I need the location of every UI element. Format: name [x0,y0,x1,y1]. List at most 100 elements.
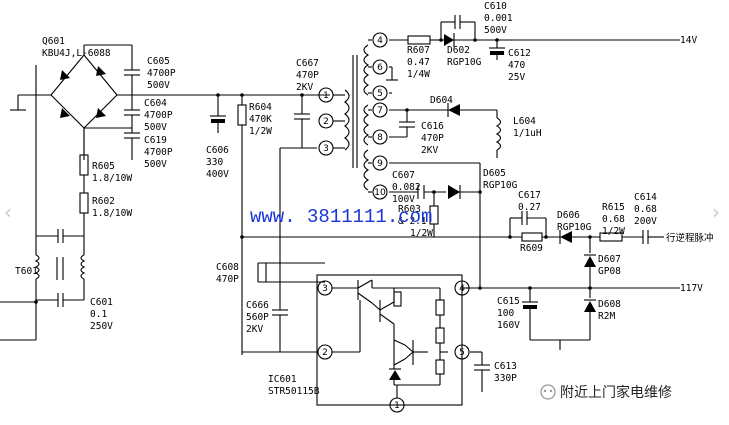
c615-label: C615 [497,296,520,307]
r602-value: 1.8/10W [92,208,132,219]
r605-value: 1.8/10W [92,173,132,184]
c667-label: C667 [296,58,319,69]
c619-voltage: 500V [144,159,167,170]
r607-label: R607 [407,45,430,56]
c615-value: 100 [497,308,514,319]
retrace-pulse-label: 行逆程脉冲 [666,232,714,244]
c667 [294,93,310,148]
c667-value: 470P [296,70,319,81]
c601-label: C601 [90,297,113,308]
c607-voltage: 100V [392,194,415,205]
c604-voltage: 500V [144,122,167,133]
r605-label: R605 [92,161,115,172]
bridge-rectifier [10,44,330,160]
c612-label: C612 [508,48,531,59]
q601-label: Q601 [42,36,65,47]
brand-badge[interactable]: 附近上门家电维修 [540,384,672,401]
r604-label: R604 [249,102,272,113]
c614-voltage: 200V [634,216,657,227]
c608-c666 [242,262,325,353]
previous-arrow[interactable]: ‹ [4,200,12,224]
pin9-10-branch [389,162,482,288]
transformer-pins: 1 2 3 4 5 6 7 8 9 10 [318,32,388,200]
d602-label: D602 [447,45,470,56]
t601-label: T601 [15,266,38,277]
input-caps [84,45,140,160]
r609-label: R609 [520,243,543,254]
r615-value: 0.68 [602,214,625,225]
c605-voltage: 500V [147,80,170,91]
tx-pin-2: 2 [323,117,329,127]
retrace-branch [240,211,664,288]
ic-pin-4: 4 [459,284,465,294]
tx-pin-5: 5 [377,89,383,99]
c601-value: 0.1 [90,309,107,320]
r605-r602 [79,128,89,236]
c612-voltage: 25V [508,72,525,83]
d604-label: D604 [430,95,453,106]
ic601 [316,274,490,406]
rail-117v [470,286,680,350]
tx-pin-10: 10 [374,188,386,198]
c616-label: C616 [421,121,444,132]
r603-power: 1/2W [410,228,433,239]
tx-pin-4: 4 [377,36,383,46]
line-filter [0,65,86,341]
c604-value: 4700P [144,110,173,121]
rail-14v [386,15,680,94]
tx-pin-8: 8 [377,133,383,143]
c612-value: 470 [508,60,525,71]
r604-value: 470K [249,114,272,125]
c666-voltage: 2KV [246,324,263,335]
c619-value: 4700P [144,147,173,158]
rail-14v-label: 14V [680,35,697,46]
d605-label: D605 [483,168,506,179]
r607-power: 1/4W [407,69,430,80]
r603-label: R603 [398,204,421,215]
transformer-primary [279,55,358,288]
c619-label: C619 [144,135,167,146]
c605-label: C605 [147,56,170,67]
c617-label: C617 [518,190,541,201]
ic-pin-5: 5 [459,348,465,358]
c607-value: 0.082 [392,182,421,193]
r603-value: & 2.1 [398,216,427,227]
c608-label: C608 [216,262,239,273]
c610-value: 0.001 [484,13,513,24]
d606-part: RGP10G [557,222,592,233]
tx-pin-7: 7 [377,106,383,116]
tx-pin-3: 3 [323,144,329,154]
c616-value: 470P [421,133,444,144]
r615-power: 1/2W [602,226,625,237]
ic601-part: STR50115B [268,386,320,397]
d608-label: D608 [598,299,621,310]
ic-pin-2: 2 [322,348,328,358]
d602-part: RGP10G [447,57,482,68]
q601-part: KBU4J,L-6088 [42,48,111,59]
c606-value: 330 [206,157,223,168]
next-arrow[interactable]: › [712,200,720,224]
c610-label: C610 [484,1,507,12]
c616-voltage: 2KV [421,145,438,156]
tx-pin-6: 6 [377,63,383,73]
c666-label: C666 [246,300,269,311]
ic-pin-1: 1 [394,401,400,411]
ic-pin-3: 3 [322,284,328,294]
r602-label: R602 [92,196,115,207]
c613-label: C613 [494,361,517,372]
d608-part: R2M [598,311,615,322]
r615-label: R615 [602,202,625,213]
r604-power: 1/2W [249,126,272,137]
c608-value: 470P [216,274,239,285]
c667-voltage: 2KV [296,82,313,93]
tx-pin-1: 1 [323,91,329,101]
c606-voltage: 400V [206,169,229,180]
c604-label: C604 [144,98,167,109]
wechat-icon [540,384,556,400]
brand-name: 附近上门家电维修 [560,384,672,401]
c606-label: C606 [206,145,229,156]
c614-value: 0.68 [634,204,657,215]
c614-label: C614 [634,192,657,203]
c666-value: 560P [246,312,269,323]
